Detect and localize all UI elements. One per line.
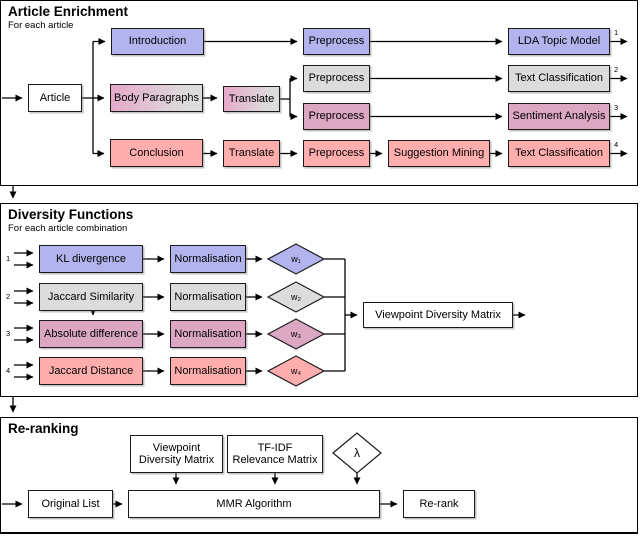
node-original-list: Original List [28,490,113,518]
row-label-4: 4 [6,366,11,375]
output-label-4: 4 [614,140,619,149]
weight-label-w4: w₄ [290,366,302,376]
weight-label-w1: w₁ [291,254,301,264]
node-preprocess-1: Preprocess [303,28,370,55]
row-label-2: 2 [6,292,11,301]
section-frame-article-enrichment [0,0,638,186]
node-normalisation-2: Normalisation [170,283,246,311]
node-sentiment-analysis: Sentiment Analysis [508,103,610,130]
section-frame-reranking [0,417,638,534]
section-frame-diversity-functions [0,203,638,397]
node-viewpoint-diversity-matrix: Viewpoint Diversity Matrix [363,302,513,328]
row-label-1: 1 [6,254,11,263]
node-introduction: Introduction [111,28,204,55]
weight-label-w2: w₂ [291,292,301,302]
node-preprocess-4: Preprocess [303,140,370,167]
viewpoint-matrix-line2: Diversity Matrix [138,454,215,466]
node-jaccard-similarity: Jaccard Similarity [39,283,143,311]
node-rerank: Re-rank [403,490,475,518]
node-absolute-difference: Absolute difference [39,320,143,348]
section3-title: Re-ranking [8,421,79,436]
node-preprocess-3: Preprocess [303,103,370,130]
weight-label-w3: w₃ [290,329,302,339]
node-suggestion-mining: Suggestion Mining [388,140,490,167]
node-normalisation-1: Normalisation [170,245,246,273]
section2-title: Diversity Functions [8,207,134,222]
node-jaccard-distance: Jaccard Distance [39,357,143,385]
section1-subtitle: For each article [8,20,74,31]
section1-title: Article Enrichment [8,4,129,19]
node-preprocess-2: Preprocess [303,65,370,92]
viewpoint-matrix-line1: Viewpoint [152,441,201,454]
node-mmr-algorithm: MMR Algorithm [128,490,380,518]
node-text-classification-body: Text Classification [508,65,610,92]
row-label-3: 3 [6,329,11,338]
node-translate-body: Translate [223,86,280,112]
node-normalisation-3: Normalisation [170,320,246,348]
output-label-3: 3 [614,103,619,112]
node-translate-conclusion: Translate [223,140,280,167]
node-article: Article [28,84,82,112]
node-normalisation-4: Normalisation [170,357,246,385]
node-conclusion: Conclusion [110,139,203,167]
node-kl-divergence: KL divergence [39,245,143,273]
node-body-paragraphs: Body Paragraphs [110,84,203,112]
tfidf-line2: Relevance Matrix [232,454,318,466]
node-text-classification-conclusion: Text Classification [508,140,610,167]
node-lda-topic-model: LDA Topic Model [508,28,610,55]
section2-subtitle: For each article combination [8,223,128,234]
output-label-1: 1 [614,28,619,37]
lambda-label: λ [354,446,360,460]
node-tfidf-relevance-matrix: TF-IDF Relevance Matrix [227,435,323,473]
node-viewpoint-diversity-matrix-input: Viewpoint Diversity Matrix [130,435,223,473]
tfidf-line1: TF-IDF [257,441,293,454]
output-label-2: 2 [614,65,619,74]
